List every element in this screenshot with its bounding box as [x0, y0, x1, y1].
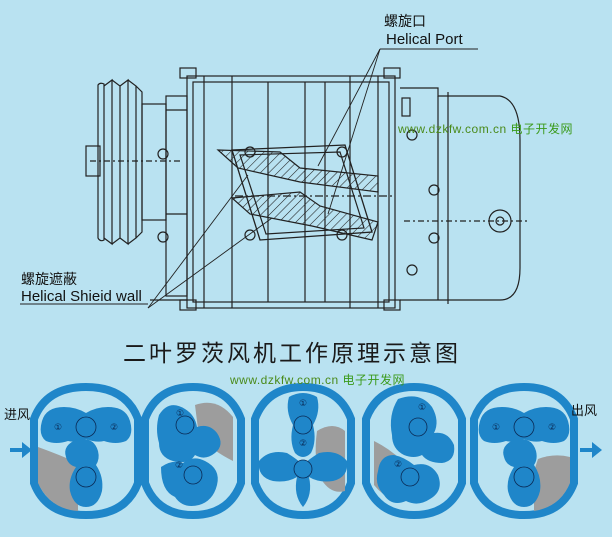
stage-4: ① ② — [362, 382, 466, 520]
rotor-1-label: ① — [299, 399, 307, 409]
diagram-title: 二叶罗茨风机工作原理示意图 — [123, 341, 461, 367]
helical-wall-label-en: Helical Shieid wall — [21, 288, 142, 305]
watermark-name: 电子开发网 — [510, 122, 574, 136]
rotor-1-label: ① — [418, 403, 426, 413]
helical-port-label-cn: 螺旋口 — [384, 14, 426, 30]
helical-port-label-en: Helical Port — [386, 31, 463, 48]
rotor-1-label: ① — [176, 409, 184, 419]
watermark-name: 电子开发网 — [342, 373, 406, 387]
housing — [150, 67, 440, 311]
stage-3: ① ② — [251, 382, 355, 520]
watermark-url: www.dzkfw.com.cn — [230, 373, 339, 387]
watermark-url: www.dzkfw.com.cn — [398, 122, 507, 136]
rotor-2-label: ② — [299, 439, 307, 449]
rotor-2-label: ② — [394, 460, 402, 470]
stage-2: ① ② — [141, 382, 245, 520]
pulley — [85, 78, 180, 246]
blower-cross-section — [20, 48, 530, 311]
rotor-1-label: ① — [492, 423, 500, 433]
rotor-1-label: ① — [54, 423, 62, 433]
arrow-outlet-icon — [580, 442, 602, 458]
helical-wall-label-cn: 螺旋遮蔽 — [21, 272, 77, 288]
rotor-2-label: ② — [548, 423, 556, 433]
rotor-2-label: ② — [175, 461, 183, 471]
inlet-label: 进风 — [4, 408, 31, 423]
watermark: www.dzkfw.com.cn 电子开发网 — [230, 371, 405, 388]
stage-5: ① ② — [470, 382, 578, 520]
arrow-inlet-icon — [10, 442, 32, 458]
stage-1: ① ② — [30, 382, 142, 520]
rotor-2-label: ② — [110, 423, 118, 433]
watermark: www.dzkfw.com.cn 电子开发网 — [398, 120, 573, 137]
outlet-label: 出风 — [571, 404, 598, 419]
gear-cover — [400, 87, 530, 304]
helical-port — [216, 144, 395, 241]
